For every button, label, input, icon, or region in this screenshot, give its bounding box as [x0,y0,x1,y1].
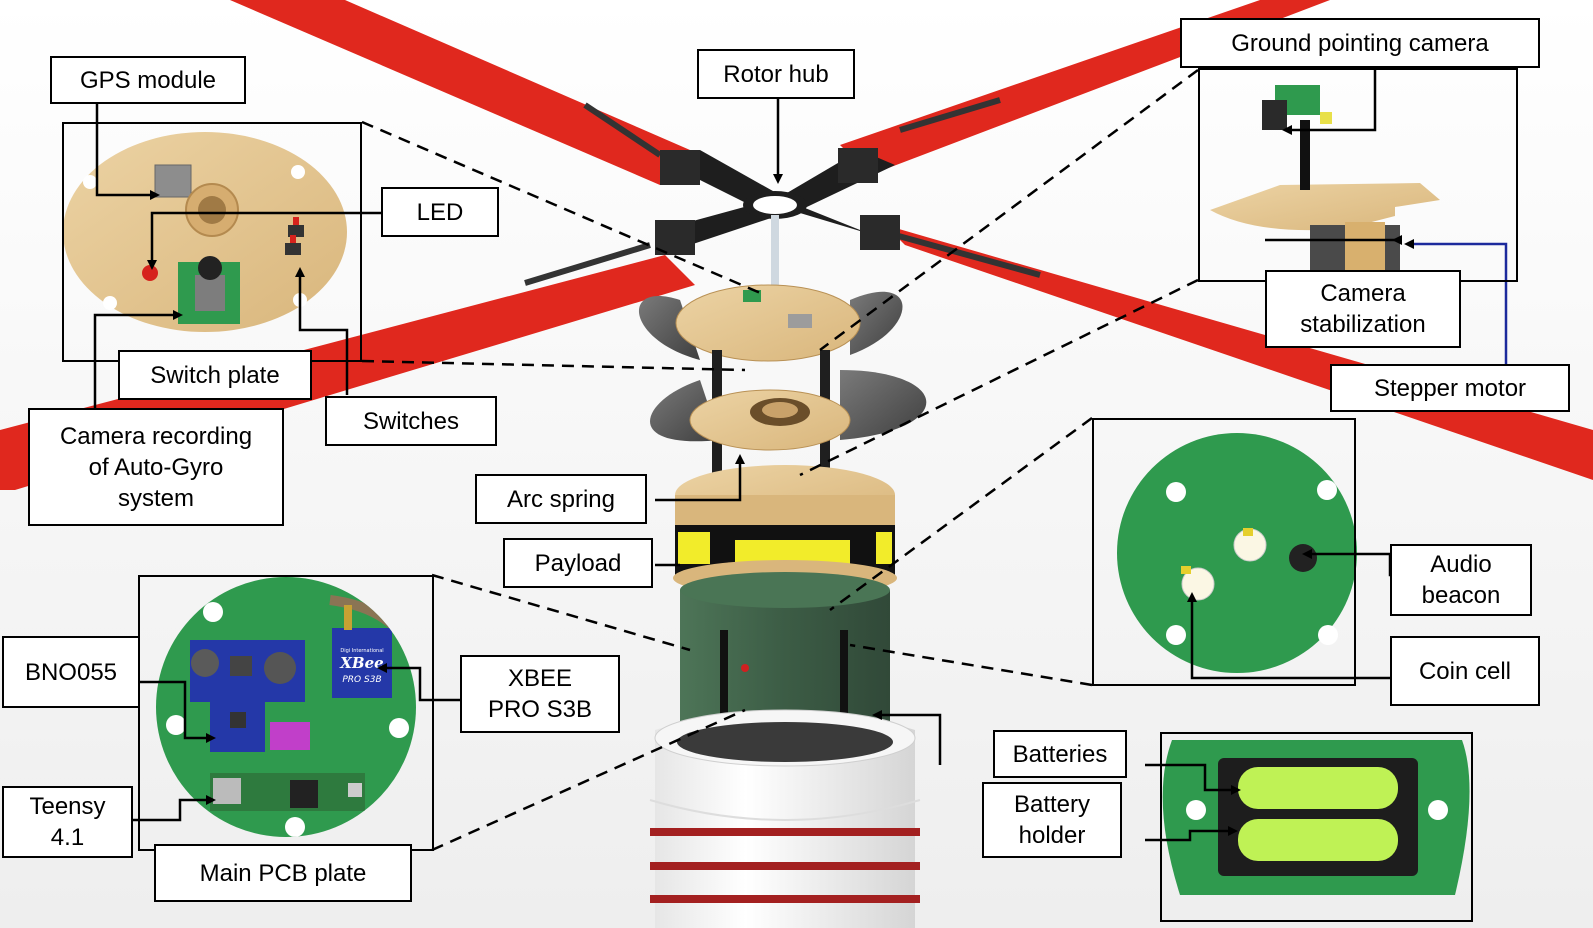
coin-cell-inset [1092,418,1356,686]
xbee-chip-brand: Digi International [340,648,383,654]
stepper-motor-wire [1410,242,1508,366]
camera-stabilization-label: Camera stabilization [1265,270,1461,348]
xbee-chip-model: PRO S3B [342,675,381,685]
bno055-label: BNO055 [2,636,140,708]
stepper-wire-arrowhead [1404,239,1414,249]
blade-back-left [230,0,690,185]
battery-holder-label: Battery holder [982,782,1122,858]
coin-cell-inset-art [1117,433,1357,673]
switches-label: Switches [325,396,497,446]
led-label: LED [381,187,499,237]
stepper-motor-label: Stepper motor [1330,364,1570,412]
battery-inset [1160,732,1473,922]
switch-plate-inset-art [63,132,347,332]
switch-plate-label: Switch plate [118,350,312,400]
coin-cell-label: Coin cell [1390,636,1540,706]
blade-front-right [885,225,1593,480]
arc-spring-label: Arc spring [475,474,647,524]
teensy-label: Teensy 4.1 [2,786,133,858]
rotor-hub-label: Rotor hub [697,49,855,99]
switch-plate-inset [62,122,362,362]
camera-recording-label: Camera recording of Auto-Gyro system [28,408,284,526]
audio-beacon-label: Audio beacon [1390,544,1532,616]
camera-inset [1198,68,1518,282]
battery-inset-art [1162,740,1470,895]
xbee-label: XBEE PRO S3B [460,655,620,733]
gps-module-label: GPS module [50,56,246,104]
payload-label: Payload [503,538,653,588]
main-pcb-inset-art: XBee PRO S3B Digi International [156,577,416,837]
base-cylinder [649,709,921,928]
callout-lines [93,68,1412,852]
main-pcb-plate-label: Main PCB plate [154,844,412,902]
main-pcb-inset [138,575,434,851]
rotor-hub-cross [655,148,900,295]
xbee-chip-name: XBee [339,654,383,672]
ground-camera-label: Ground pointing camera [1180,18,1540,68]
batteries-label: Batteries [993,730,1127,778]
